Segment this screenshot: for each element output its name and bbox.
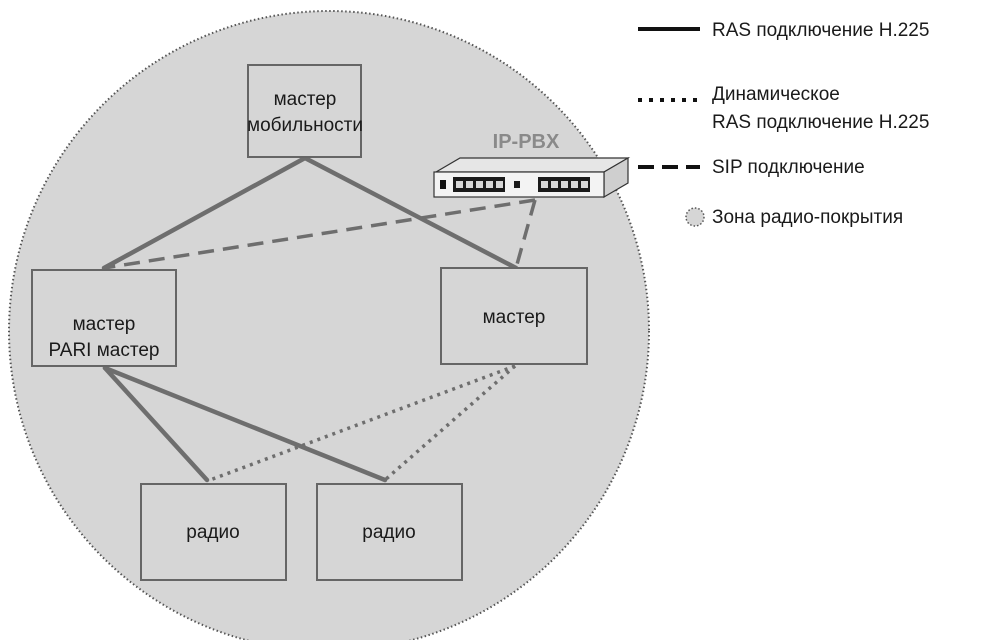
- legend-item-dynamic-ras: Динамическое RAS подключение H.225: [638, 84, 929, 133]
- node-pari-master[interactable]: мастер PARI мастер: [31, 269, 177, 367]
- legend-label-zone: Зона радио-покрытия: [712, 207, 903, 228]
- legend: RAS подключение H.225 Динамическое RAS п…: [638, 20, 929, 228]
- ip-pbx[interactable]: IP-PBX: [433, 131, 631, 199]
- node-label: радио: [186, 522, 239, 543]
- legend-label-dynamic-ras-1: Динамическое: [712, 84, 840, 105]
- ras-link-pari-to-radio-right: [102, 365, 388, 483]
- ras-link-mobility-to-pari: [101, 155, 308, 271]
- pbx-label: IP-PBX: [493, 131, 560, 153]
- sip-link-pbx-to-pari: [103, 198, 536, 270]
- ras-link-pari-to-radio-left: [102, 365, 210, 483]
- node-radio-left[interactable]: радио: [140, 483, 287, 581]
- legend-item-sip: SIP подключение: [638, 157, 865, 178]
- dynamic-ras-links: [209, 364, 517, 482]
- node-label: мобильности: [247, 115, 363, 136]
- sip-link-pbx-to-master: [514, 199, 537, 269]
- ras-link-mobility-to-master: [302, 155, 519, 271]
- legend-item-zone: Зона радио-покрытия: [685, 207, 903, 228]
- node-mobility-master[interactable]: мастер мобильности: [247, 64, 363, 158]
- dynamic-link-master-to-radio-right: [383, 364, 517, 482]
- ras-links: [101, 155, 519, 483]
- network-switch-icon: [433, 156, 631, 199]
- node-label: мастер: [274, 89, 337, 110]
- legend-label-sip: SIP подключение: [712, 157, 865, 178]
- legend-item-ras: RAS подключение H.225: [638, 20, 929, 41]
- legend-label-ras: RAS подключение H.225: [712, 20, 929, 41]
- node-label: радио: [362, 522, 415, 543]
- node-label: мастер: [483, 307, 546, 328]
- node-label: мастер: [73, 314, 136, 335]
- legend-label-dynamic-ras-2: RAS подключение H.225: [712, 112, 929, 133]
- node-label: PARI мастер: [49, 340, 160, 361]
- sip-links: [103, 198, 537, 270]
- legend-zone-swatch: [685, 207, 705, 227]
- node-radio-right[interactable]: радио: [316, 483, 463, 581]
- node-master[interactable]: мастер: [440, 267, 588, 365]
- dynamic-link-master-to-radio-left: [209, 364, 516, 482]
